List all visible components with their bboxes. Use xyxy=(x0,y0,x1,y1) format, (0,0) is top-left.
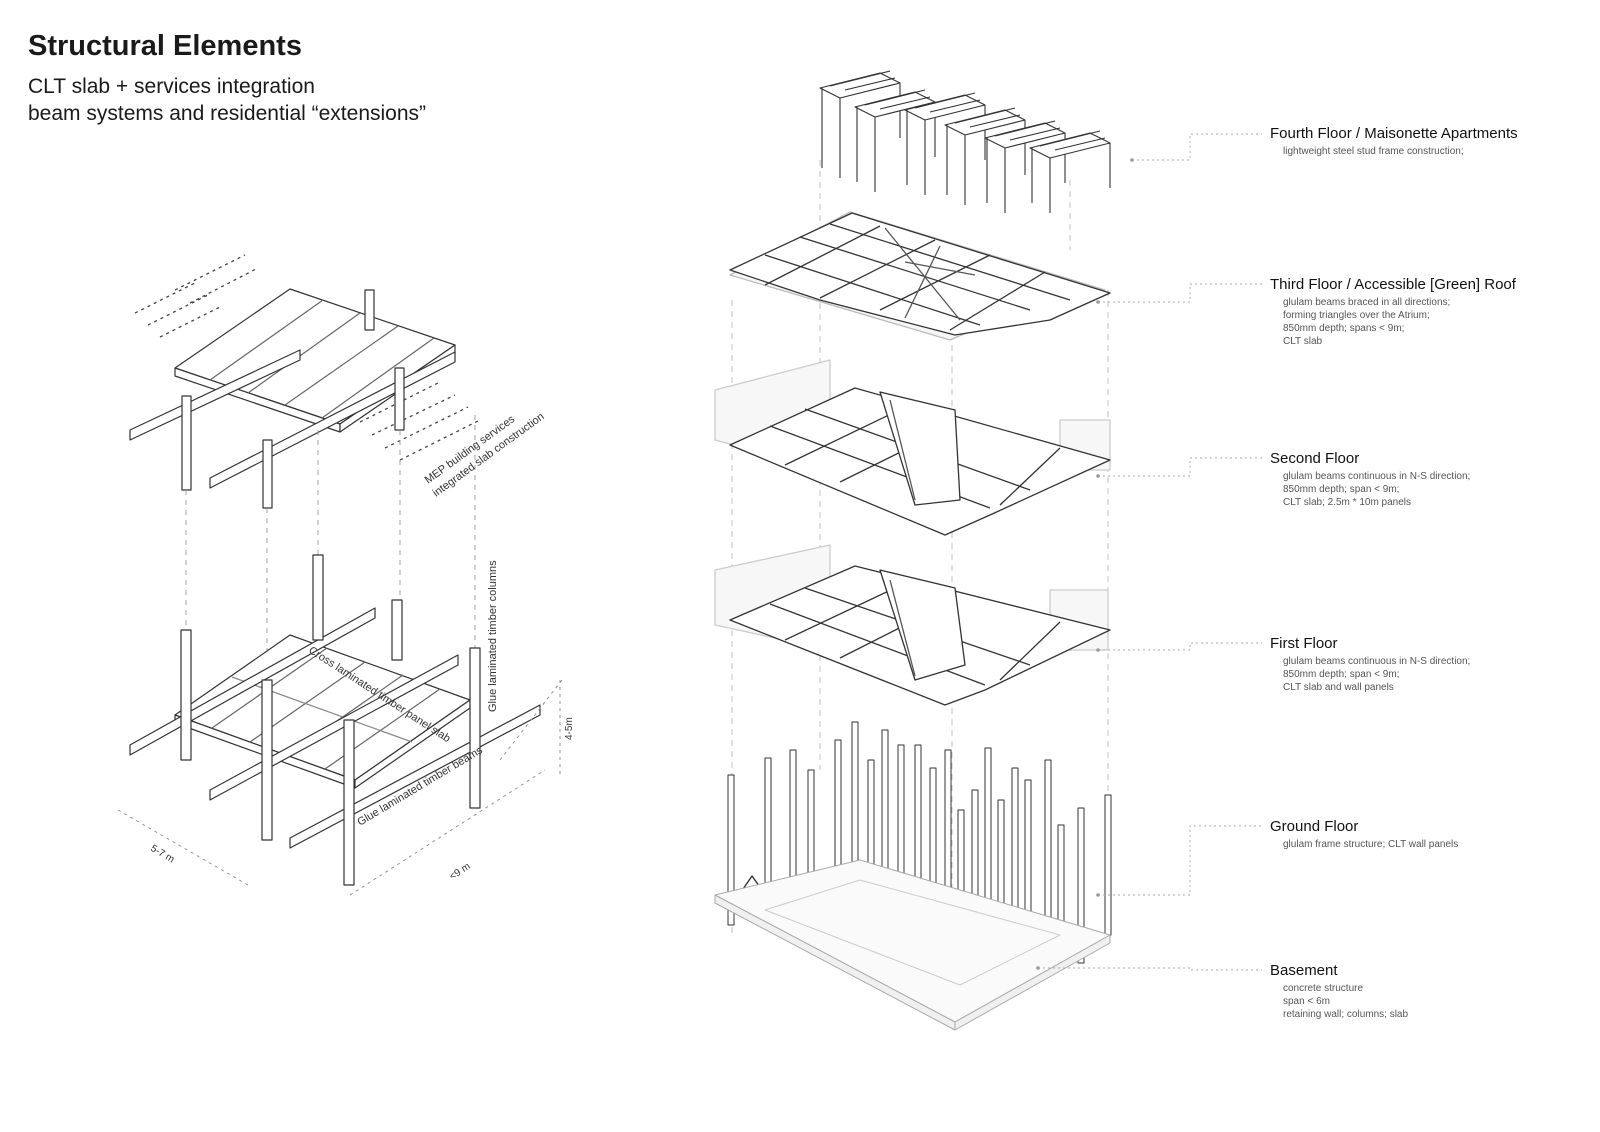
floor-note: concrete structure xyxy=(1283,983,1364,994)
floor-label-basement: Basement concrete structure span < 6m re… xyxy=(1270,962,1590,1021)
subtitle-line-2: beam systems and residential “extensions… xyxy=(28,102,427,125)
label-leader-lines xyxy=(1038,133,1262,971)
lower-columns xyxy=(180,554,481,886)
floor-notes: glulam beams continuous in N-S direction… xyxy=(1270,655,1590,694)
floor-note: span < 6m xyxy=(1283,996,1330,1007)
floor-note: glulam beams braced in all directions; xyxy=(1283,297,1451,308)
floor-note: glulam beams continuous in N-S direction… xyxy=(1283,471,1471,482)
floor-name: Fourth Floor / Maisonette Apartments xyxy=(1270,125,1518,142)
floor-name: Ground Floor xyxy=(1270,818,1359,835)
detail-upper-slab-assembly xyxy=(129,254,481,509)
span-dimension-label: <9 m xyxy=(448,861,473,882)
floor-note: CLT slab and wall panels xyxy=(1283,682,1394,693)
basement-platform xyxy=(714,859,1111,1031)
floor-note: retaining wall; columns; slab xyxy=(1283,1009,1409,1020)
floor-notes: glulam frame structure; CLT wall panels xyxy=(1270,838,1590,851)
dimension-lines xyxy=(117,679,563,896)
mep-annotation-line-2: integrated slab construction xyxy=(431,411,547,500)
floor-note: 850mm depth; span < 9m; xyxy=(1283,669,1400,680)
floor-name: First Floor xyxy=(1270,635,1338,652)
second-floor-beam-grid xyxy=(714,359,1111,536)
floor-label-ground: Ground Floor glulam frame structure; CLT… xyxy=(1270,818,1590,851)
floor-notes: glulam beams continuous in N-S direction… xyxy=(1270,470,1590,509)
floor-label-second: Second Floor glulam beams continuous in … xyxy=(1270,450,1590,509)
upper-clt-slab xyxy=(174,288,456,433)
floor-note: glulam beams continuous in N-S direction… xyxy=(1283,656,1471,667)
floor-name: Third Floor / Accessible [Green] Roof xyxy=(1270,276,1516,293)
floor-note: glulam frame structure; CLT wall panels xyxy=(1283,839,1459,850)
glulam-columns-annotation: Glue laminated timber columns xyxy=(487,560,499,712)
upper-columns xyxy=(181,289,405,509)
page-subtitle: CLT slab + services integration beam sys… xyxy=(28,73,426,127)
floor-label-third: Third Floor / Accessible [Green] Roof gl… xyxy=(1270,276,1590,348)
floor-notes: lightweight steel stud frame constructio… xyxy=(1270,145,1590,158)
floor-label-fourth: Fourth Floor / Maisonette Apartments lig… xyxy=(1270,125,1590,158)
leader-dots xyxy=(1036,158,1134,970)
first-floor-beam-grid xyxy=(714,544,1111,706)
floor-name: Basement xyxy=(1270,962,1338,979)
fourth-floor-steel-frames xyxy=(819,70,1111,213)
height-dimension-label: 4-5m xyxy=(564,717,575,740)
floor-label-first: First Floor glulam beams continuous in N… xyxy=(1270,635,1590,694)
bay-dimension-label: 5-7 m xyxy=(149,843,177,865)
floor-name: Second Floor xyxy=(1270,450,1360,467)
floor-note: forming triangles over the Atrium; xyxy=(1283,310,1430,321)
third-floor-braced-grid xyxy=(729,211,1111,341)
floor-notes: glulam beams braced in all directions; f… xyxy=(1270,296,1590,348)
page-title: Structural Elements xyxy=(28,30,302,62)
floor-note: 850mm depth; span < 9m; xyxy=(1283,484,1400,495)
floor-note: 850mm depth; spans < 9m; xyxy=(1283,323,1405,334)
subtitle-line-1: CLT slab + services integration xyxy=(28,75,315,98)
floor-notes: concrete structure span < 6m retaining w… xyxy=(1270,982,1590,1021)
floor-note: CLT slab xyxy=(1283,336,1323,347)
floor-note: CLT slab; 2.5m * 10m panels xyxy=(1283,497,1412,508)
floor-note: lightweight steel stud frame constructio… xyxy=(1283,146,1464,157)
